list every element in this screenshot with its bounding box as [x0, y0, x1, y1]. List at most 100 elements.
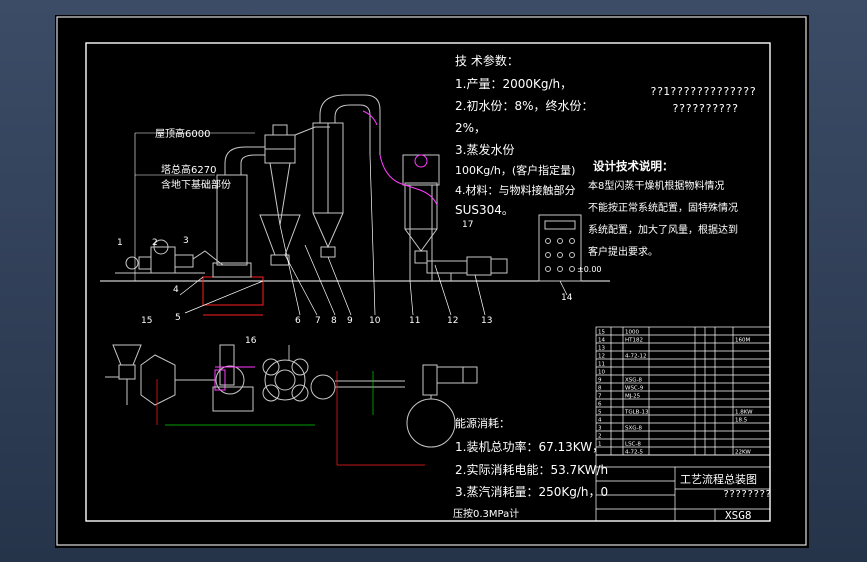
item-number: 10 [369, 316, 381, 326]
bom-cell: SXG-8 [625, 426, 643, 432]
design-line-4: 客户提出要求。 [588, 245, 658, 258]
bom-cell: 8 [598, 386, 602, 392]
tech-line-6: 4.材料：与物料接触部分 [455, 183, 576, 197]
bom-cell: 1.8KW [735, 410, 753, 416]
title-block-text: 工艺流程总装图 ???????? XSG8 [680, 472, 771, 522]
exhaust-stack [402, 154, 440, 281]
technical-params: 技 术参数： 1.产量：2000Kg/h， 2.初水份：8%，终水份： 2%， … [455, 53, 594, 217]
cyclone-2 [312, 94, 381, 258]
bom-cell: 2 [598, 434, 602, 440]
garbled-line-1: ??1????????????? [650, 85, 756, 98]
item-number: 16 [245, 336, 257, 346]
drawing-code: XSG8 [725, 509, 752, 522]
item-number: 13 [481, 316, 492, 326]
plan-dimensions [156, 345, 425, 466]
item-number: 8 [331, 316, 337, 326]
leader-lines [179, 154, 568, 316]
item-number: 7 [315, 316, 321, 326]
energy-line-3: 3.蒸汽消耗量：250Kg/h，0 [455, 484, 608, 499]
design-line-2: 不能按正常系统配置，固特殊情况 [588, 201, 738, 214]
energy-consumption: 能源消耗： 1.装机总功率：67.13KW， 2.实际消耗电能：53.7KW/h… [453, 416, 608, 520]
tower-plan [262, 358, 309, 402]
feed-hopper [105, 344, 142, 405]
design-notes: 设计技术说明： 本8型闪蒸干燥机根据物料情况 不能按正常系统配置，固特殊情况 系… [588, 159, 738, 258]
item-number: 12 [447, 316, 458, 326]
item-number: 3 [183, 236, 189, 246]
item-number: 4 [173, 285, 179, 295]
bom-cell: 9 [598, 378, 602, 384]
outer-frame [56, 16, 807, 546]
fan-plan [406, 364, 478, 448]
tech-heading: 技 术参数： [455, 53, 519, 68]
bom-cell: MJ-25 [625, 394, 641, 400]
control-cabinet [538, 214, 582, 282]
drawing-title: 工艺流程总装图 [680, 472, 757, 486]
design-line-3: 系统配置，加大了风量，根据达到 [588, 223, 738, 236]
steam-pipe-right [379, 154, 438, 206]
cyclone-plan [310, 374, 405, 400]
design-line-1: 本8型闪蒸干燥机根据物料情况 [588, 179, 724, 192]
bom-cell: 12 [598, 354, 605, 360]
bom-cell: 6 [598, 402, 602, 408]
item-number: 9 [347, 316, 353, 326]
bom-cell: LSC-8 [625, 442, 641, 448]
tech-line-7: SUS304。 [455, 203, 514, 217]
item-number: 15 [141, 316, 152, 326]
bom-cell: 15 [598, 330, 605, 336]
item-number: 14 [561, 293, 573, 303]
discharge-screw [426, 256, 508, 281]
bom-cell: 11 [598, 362, 605, 368]
tech-line-4: 3.蒸发水份 [455, 142, 514, 157]
garbled-line-2: ?????????? [672, 102, 738, 115]
steam-pipe-upper [362, 110, 378, 126]
bom-cell: 4 [598, 418, 602, 424]
plan-view [105, 344, 478, 466]
item-number: 2 [152, 238, 158, 248]
bom-cell: 4-72-12 [625, 354, 646, 360]
tech-line-5: 100Kg/h，(客户指定量) [455, 163, 575, 177]
blower-assembly [115, 239, 205, 274]
tower-total-label: 塔总高6270 [161, 163, 216, 176]
cyclone-1 [264, 124, 330, 226]
heater-unit [212, 344, 254, 412]
tech-line-1: 1.产量：2000Kg/h， [455, 77, 572, 91]
design-heading: 设计技术说明： [593, 159, 674, 173]
ground-label: ±0.00 [577, 265, 602, 274]
bom-cell: XSG-8 [625, 378, 643, 384]
bom-cell: 1000 [625, 330, 639, 336]
bom-table [595, 326, 771, 522]
item-number: 6 [295, 316, 301, 326]
bom-cell: TGLB-13 [624, 410, 649, 416]
tech-line-3: 2%， [455, 121, 486, 135]
item-number: 5 [175, 313, 181, 323]
item-number: 1 [117, 238, 123, 248]
bom-cell: 18.5 [735, 418, 748, 424]
bom-cell: WSC-9 [625, 386, 644, 392]
tower-sub-label: 含地下基础部份 [161, 178, 231, 191]
energy-line-2: 2.实际消耗电能：53.7KW/h [455, 462, 608, 477]
drying-tower [212, 146, 265, 278]
tech-line-2: 2.初水份：8%，终水份： [455, 98, 594, 113]
bom-cell: 22KW [735, 450, 751, 456]
garbled-text: ??1????????????? ?????????? [650, 85, 756, 115]
bom-cell: 1 [598, 442, 602, 448]
bom-cell: 10 [598, 370, 605, 376]
bom-cell: 7 [598, 394, 602, 400]
elevation-labels: 屋顶高6000 塔总高6270 含地下基础部份 ±0.00 [155, 127, 602, 274]
bom-cell: 14 [598, 338, 605, 344]
bom-cell: 160M [735, 338, 750, 344]
inner-frame [85, 42, 771, 522]
energy-line-4: 压按0.3MPa计 [453, 507, 519, 520]
energy-heading: 能源消耗： [455, 416, 510, 430]
item-number-labels: 1 2 3 4 5 6 7 8 9 10 11 12 13 14 15 16 1… [117, 220, 573, 346]
inlet-duct [192, 250, 224, 266]
bom-cell: 3 [598, 426, 602, 432]
bom-cell: HT182 [625, 338, 643, 344]
drawing-canvas: 15100014HT182160M13124-72-1211109XSG-88W… [56, 16, 807, 546]
feed-screw [140, 354, 245, 406]
elevation-view [100, 94, 610, 316]
energy-line-1: 1.装机总功率：67.13KW， [455, 439, 604, 454]
bom-cell: 13 [598, 346, 605, 352]
